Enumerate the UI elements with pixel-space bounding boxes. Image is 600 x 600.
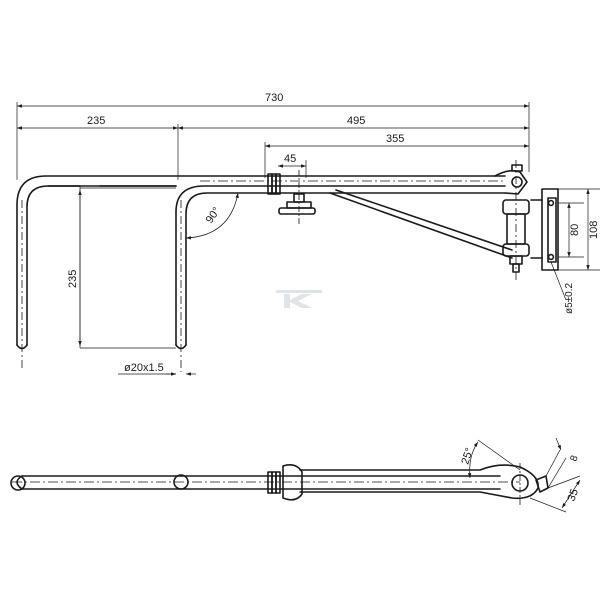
dim-plate-height-label: 108 [588, 221, 600, 239]
front-view: 730 235 495 355 45 [16, 92, 600, 376]
dim-angle-90-label: 90° [204, 205, 223, 226]
hinge-assembly [494, 160, 530, 282]
dim-hole: ø5±0.2 [550, 261, 575, 314]
dim-clamp-width: 45 [278, 153, 307, 178]
dim-leg-height-label: 235 [67, 270, 79, 288]
dim-left-span-label: 235 [87, 115, 105, 127]
knob-clamp [278, 170, 316, 225]
dim-left-span: 235 [17, 115, 179, 180]
dim-tube-diameter: ø20x1.5 [118, 362, 196, 376]
dim-tab-length: 35 [529, 475, 581, 513]
dim-tab-angle: 25° [459, 439, 521, 479]
watermark-logo [276, 290, 322, 308]
dim-tube-diameter-label: ø20x1.5 [124, 362, 164, 374]
dim-hole-label: ø5±0.2 [564, 283, 575, 314]
dim-overall-length-label: 730 [265, 92, 283, 104]
dim-leg-height: 235 [67, 186, 176, 349]
dim-right-span-label: 495 [347, 115, 365, 127]
dim-tab-thickness-label: 8 [568, 454, 580, 463]
dim-tab-thickness: 8 [545, 437, 581, 489]
bottom-tube [10, 474, 520, 491]
dim-right-span: 495 [178, 115, 529, 130]
wall-plate [530, 188, 559, 271]
dim-clamp-width-label: 45 [284, 153, 296, 165]
dim-plate-inner-label: 80 [569, 224, 581, 236]
dim-tab-angle-label: 25° [459, 446, 476, 466]
frame-tube [16, 175, 506, 372]
bottom-hinge-tab [299, 463, 549, 505]
bottom-view: 25° 8 35 [10, 437, 581, 513]
dim-overall-length: 730 [16, 92, 530, 180]
dim-arm-length-label: 355 [386, 133, 404, 145]
dim-plate-height: 108 [558, 188, 600, 271]
dim-plate-inner: 80 [558, 202, 584, 258]
tube-collar [267, 173, 281, 195]
dim-arm-length: 355 [264, 133, 529, 178]
bottom-collar [267, 464, 303, 501]
diagonal-brace [329, 189, 513, 259]
dim-angle-90: 90° [185, 192, 239, 240]
dim-tab-length-label: 35 [566, 487, 581, 503]
